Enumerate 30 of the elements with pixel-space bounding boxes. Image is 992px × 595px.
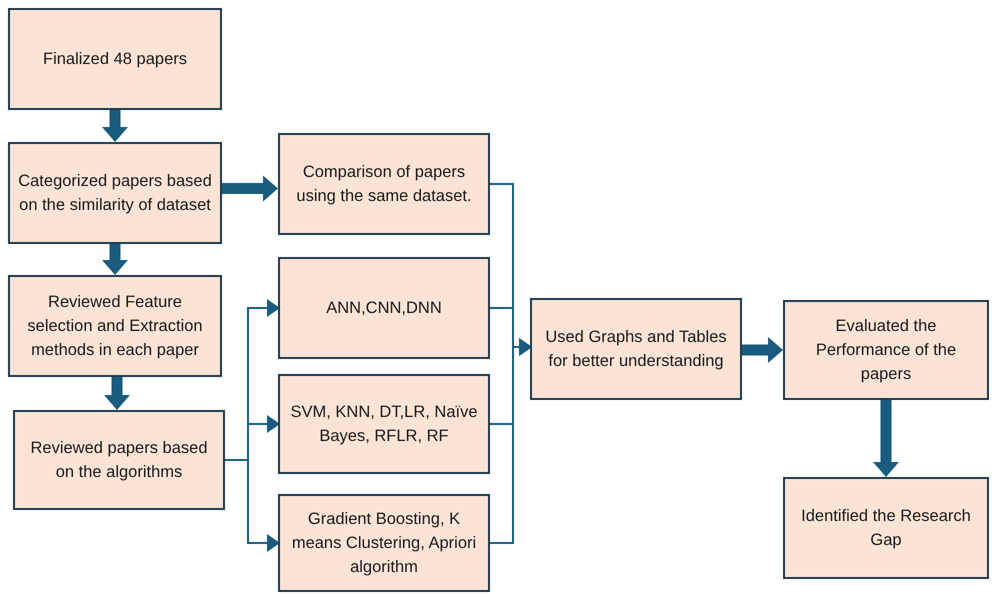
arrow [490, 338, 532, 544]
box-text: Gradient Boosting, K means Clustering, Apriori algorithm [290, 509, 478, 578]
arrow [102, 110, 128, 142]
box-text: Categorized papers based on the similarity of dataset [18, 171, 212, 216]
box-text: Reviewed Feature selection and Extraction methods in each paper [26, 292, 204, 361]
box-text: Finalized 48 papers [42, 49, 187, 70]
process-box [278, 257, 490, 359]
arrow [104, 377, 130, 410]
process-box [8, 275, 222, 377]
process-box [278, 374, 490, 474]
process-box [278, 494, 490, 592]
box-text: Identified the Research Gap [800, 506, 972, 551]
box-text: ANN,CNN,DNN [326, 298, 442, 319]
box-text: Used Graphs and Tables for better understanding [544, 327, 728, 372]
arrow [873, 400, 899, 477]
process-box [530, 298, 742, 400]
box-text: Comparison of papers using the same dataset. [295, 162, 473, 207]
arrow [102, 244, 128, 275]
arrow [222, 176, 278, 202]
process-box [783, 300, 989, 400]
process-box [13, 410, 225, 510]
arrow [225, 459, 280, 552]
box-text: Reviewed papers based on the algorithms [29, 438, 209, 483]
process-box [783, 477, 989, 579]
process-box [8, 142, 222, 244]
box-text: SVM, KNN, DT,LR, Naïve Bayes, RFLR, RF [289, 402, 479, 447]
arrow [742, 337, 783, 363]
process-box [8, 8, 222, 110]
box-text: Evaluated the Performance of the papers [814, 316, 958, 385]
process-box [278, 133, 490, 235]
